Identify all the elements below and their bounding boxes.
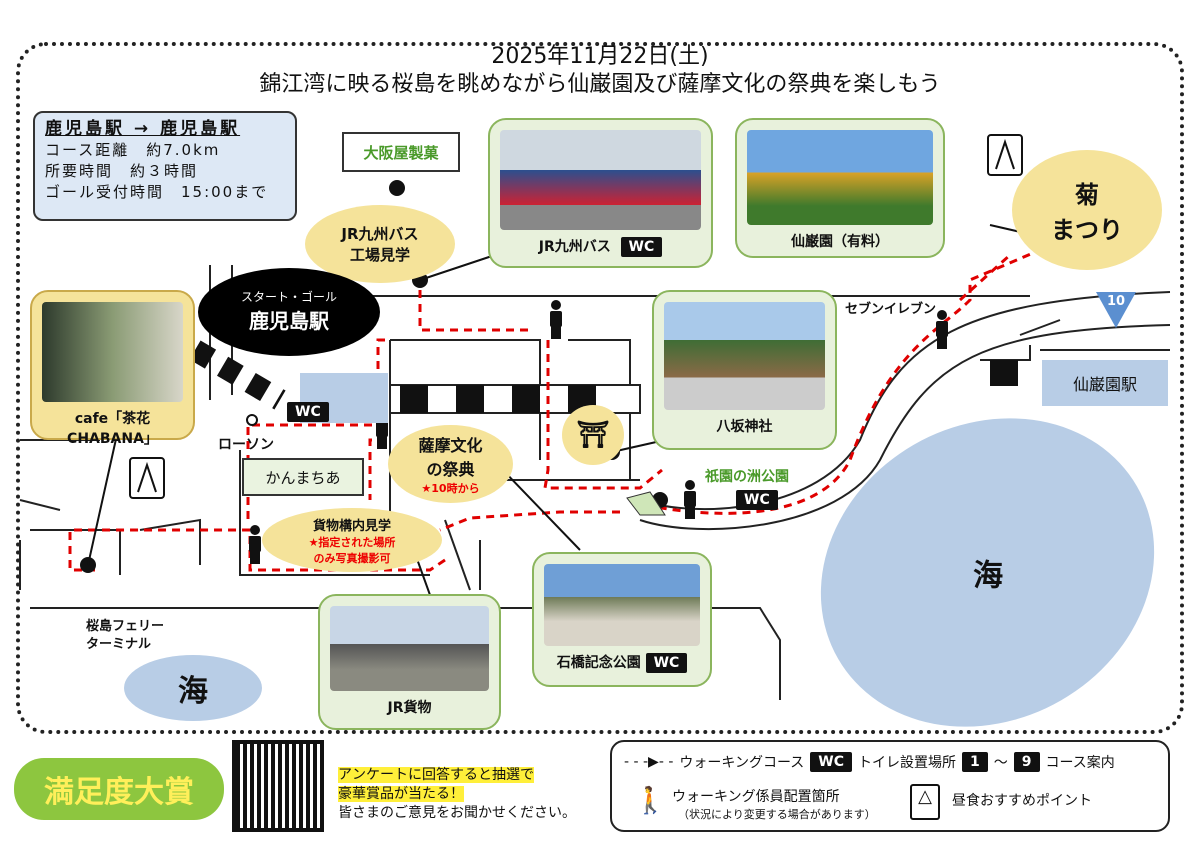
satsuma-time-note: ★10時から — [421, 482, 480, 495]
jr-bus-factory-bubble: JR九州バス 工場見学 — [305, 205, 455, 283]
legend-number-9: 9 — [1013, 752, 1040, 772]
legend-staff: ウォーキング係員配置箇所 — [672, 789, 840, 805]
bubble-line: 貨物構内見学 — [312, 518, 391, 534]
staff-icon: 🚶 — [634, 786, 667, 816]
kagoshima-station-label: 鹿児島駅 — [249, 309, 329, 333]
ferry-terminal-label: 桜島フェリー ターミナル — [86, 618, 164, 654]
bubble-line: の祭典 — [426, 460, 475, 479]
jr-freight-caption: JR貨物 — [387, 700, 432, 716]
freight-tour-bubble: 貨物構内見学 ★指定された場所 のみ写真撮影可 — [262, 508, 442, 572]
label-line: ターミナル — [86, 637, 152, 652]
senganen-caption: 仙巌園（有料） — [791, 234, 889, 250]
senganen-card: 仙巌園（有料） — [735, 118, 945, 258]
caption-text: 石橋記念公園 — [556, 655, 641, 671]
jr-freight-photo — [330, 606, 489, 691]
senganen-station-label: 仙巌園駅 — [1042, 360, 1168, 406]
start-goal-label: スタート・ゴール — [240, 290, 337, 304]
yasaka-shrine-card: 八坂神社 — [652, 290, 837, 450]
legend-lunch: 昼食おすすめポイント — [952, 793, 1092, 809]
event-subtitle: 錦江湾に映る桜島を眺めながら仙巌園及び薩摩文化の祭典を楽しもう — [259, 72, 941, 97]
bubble-line: 工場見学 — [349, 246, 410, 264]
jr-bus-card: JR九州バス WC — [488, 118, 713, 268]
legend-row-1: - - -▶- - ウォーキングコース WC トイレ設置場所 1 ～ 9 コース… — [624, 752, 1115, 772]
goal-time: ゴール受付時間 15:00まで — [45, 183, 269, 201]
gion-park-label: 祇園の洲公園 — [705, 469, 789, 485]
osakaya-label: 大阪屋製菓 — [342, 132, 460, 172]
survey-line: アンケートに回答すると抽選で — [338, 767, 534, 783]
ishibashi-photo — [544, 564, 700, 646]
course-distance: コース距離 約7.0km — [45, 141, 221, 159]
course-info-box: 鹿児島駅 → 鹿児島駅 コース距離 約7.0km 所要時間 約３時間 ゴール受付… — [33, 111, 297, 221]
yasaka-caption: 八坂神社 — [716, 419, 773, 435]
start-goal-bubble: スタート・ゴール 鹿児島駅 — [198, 268, 380, 356]
bubble-line: 薩摩文化 — [418, 436, 483, 455]
cafe-card: cafe「茶花CHABANA」 — [30, 290, 195, 447]
legend-wc-badge: WC — [810, 752, 852, 772]
legend-course: ウォーキングコース — [679, 755, 805, 771]
route-10-sign — [1096, 292, 1136, 328]
dashed-arrow-icon: - - -▶- - — [624, 754, 674, 770]
staff-markers — [249, 300, 948, 564]
satisfaction-award-logo: 満足度大賞 — [14, 758, 224, 820]
label-line: 桜島フェリー — [86, 619, 165, 634]
survey-text: アンケートに回答すると抽選で 豪華賞品が当たる！ 皆さまのご意見をお聞かせくださ… — [338, 766, 576, 823]
lunch-icon: △ — [910, 784, 940, 820]
wc-badge: WC — [645, 653, 688, 673]
jr-bus-photo — [500, 130, 701, 230]
legend-tilde: ～ — [993, 755, 1008, 771]
sea-label: 海 — [972, 558, 1003, 594]
survey-qr-code[interactable] — [232, 740, 324, 832]
map-legend: - - -▶- - ウォーキングコース WC トイレ設置場所 1 ～ 9 コース… — [610, 740, 1170, 832]
ishibashi-park-card: 石橋記念公園 WC — [532, 552, 712, 687]
station-wc-badge: WC — [287, 402, 329, 422]
jr-freight-card: JR貨物 — [318, 594, 501, 730]
legend-toilet: トイレ設置場所 — [858, 755, 956, 771]
ishibashi-caption: 石橋記念公園 WC — [544, 652, 700, 673]
bubble-line: JR九州バス — [341, 225, 419, 243]
course-duration: 所要時間 約３時間 — [45, 162, 199, 180]
cafe-caption: cafe「茶花CHABANA」 — [67, 411, 158, 447]
senganen-photo — [747, 130, 933, 225]
shrine-symbol: ⛩ — [562, 405, 624, 465]
legend-guide: コース案内 — [1045, 755, 1115, 771]
legend-staff-note: （状況により変更する場合があります） — [678, 808, 876, 821]
cafe-photo — [42, 302, 183, 402]
bubble-line: まつり — [1051, 216, 1123, 244]
railway — [189, 340, 1018, 414]
jr-bus-caption: JR九州バス WC — [500, 236, 701, 257]
survey-line: 皆さまのご意見をお聞かせください。 — [338, 805, 576, 821]
photo-note: のみ写真撮影可 — [313, 551, 391, 565]
gion-wc-badge: WC — [736, 490, 778, 510]
survey-line: 豪華賞品が当たる！ — [338, 786, 464, 802]
route-10-number: 10 — [1107, 294, 1126, 309]
seven-eleven-label: セブンイレブン — [845, 302, 937, 317]
caption-text: JR九州バス — [538, 239, 611, 255]
chrysanthemum-festival-bubble: 菊 まつり — [1012, 150, 1162, 270]
satsuma-festival-bubble: 薩摩文化 の祭典 ★10時から — [388, 425, 513, 503]
lunch-markers — [129, 134, 1023, 499]
bubble-line: 菊 — [1075, 181, 1099, 209]
map-frame — [16, 42, 1184, 734]
lawson-label: ローソン — [218, 437, 274, 453]
kanmachia-label: かんまちあ — [242, 458, 364, 496]
event-date: 2025年11月22日(土) — [491, 44, 709, 69]
wc-badge: WC — [620, 237, 663, 257]
yasaka-photo — [664, 302, 825, 410]
legend-number-1: 1 — [962, 752, 988, 772]
roads — [19, 265, 1171, 700]
course-route: 鹿児島駅 → 鹿児島駅 — [45, 119, 241, 139]
sea-west: 海 — [124, 655, 262, 721]
photo-note: ★指定された場所 — [308, 535, 396, 549]
